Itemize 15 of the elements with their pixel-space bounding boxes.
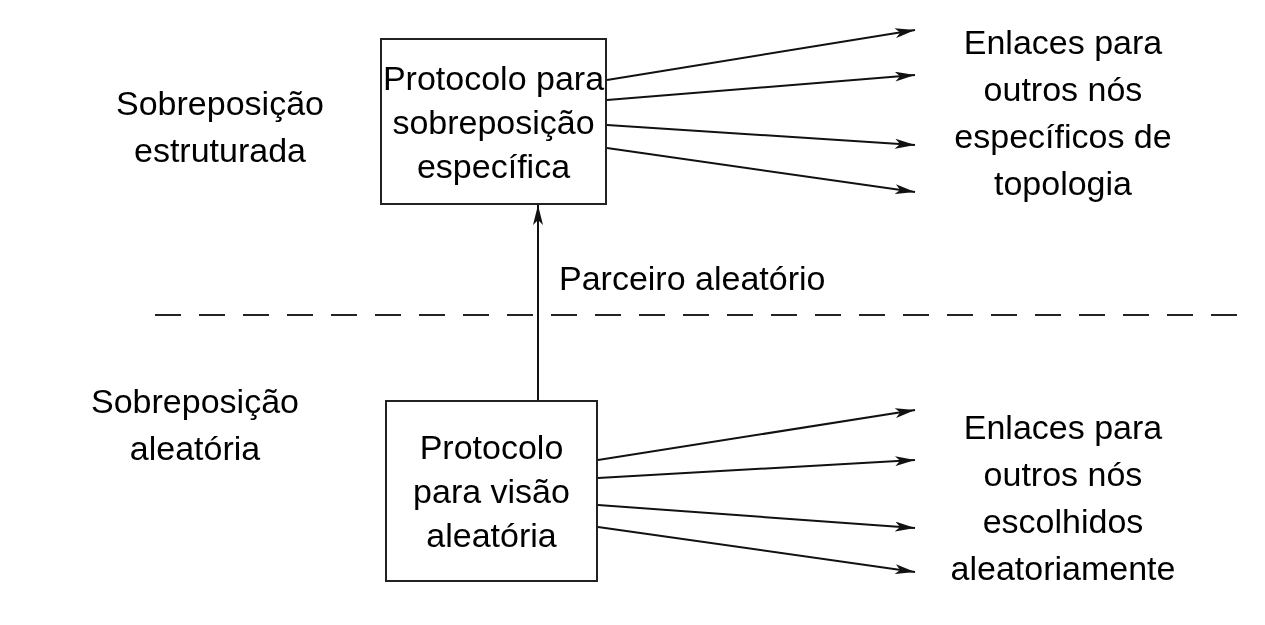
arrow [606, 28, 916, 81]
arrow [597, 456, 916, 479]
arrow [606, 147, 916, 195]
layer-label: Sobreposição aleatória [90, 381, 300, 469]
arrow [606, 124, 916, 149]
layer-label: Sobreposição estruturada [115, 83, 325, 171]
arrow [533, 204, 543, 401]
node-text: Enlaces para outros nós específicos de topologia [915, 8, 1211, 218]
arrow [606, 71, 916, 101]
arrow [597, 408, 916, 461]
process-box: Protocolo para visão aleatória [385, 400, 598, 582]
arrow [597, 526, 916, 575]
arrow [597, 504, 916, 532]
process-box: Protocolo para sobreposição específica [380, 38, 607, 205]
node-text: Enlaces para outros nós escolhidos aleatoriamente [915, 398, 1211, 598]
